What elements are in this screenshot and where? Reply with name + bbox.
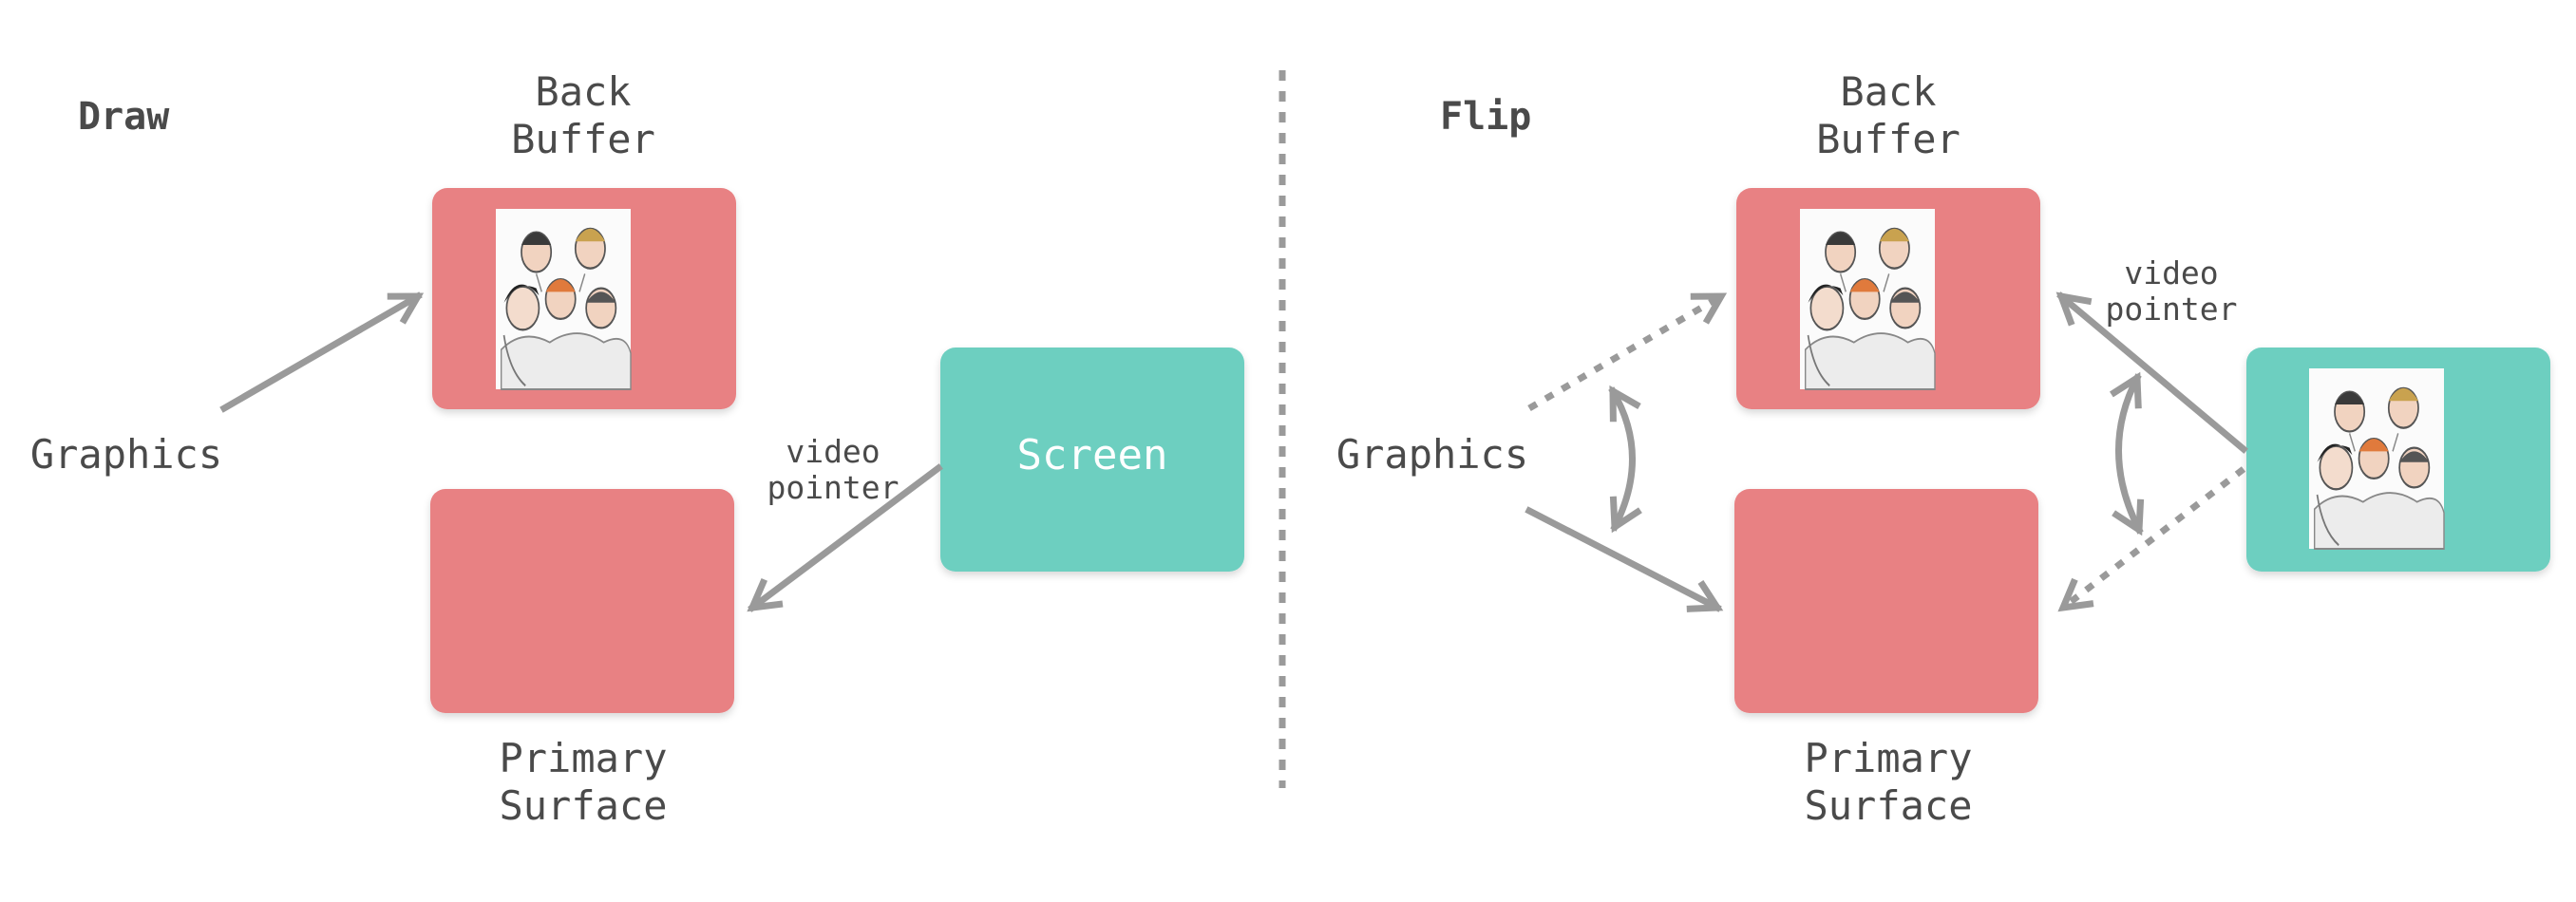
flip-primary-surface-label-line2: Surface bbox=[1804, 782, 1972, 829]
flip-video-pointer-label-line2: pointer bbox=[2105, 291, 2237, 328]
draw-screen-label: Screen bbox=[1017, 431, 1168, 479]
flip-screen bbox=[2246, 348, 2550, 572]
flip-title: Flip bbox=[1440, 95, 1531, 139]
draw-title: Draw bbox=[78, 95, 170, 139]
flip-right-swap-arrow bbox=[2110, 371, 2145, 536]
draw-primary-surface-label-line1: Primary bbox=[499, 735, 667, 781]
flip-video-pointer-label-line1: video bbox=[2124, 254, 2218, 291]
draw-screen-to-primary-surface-arrow bbox=[747, 463, 943, 612]
flip-screen-to-back-buffer-arrow bbox=[2055, 291, 2248, 454]
draw-video-pointer-label-line2: pointer bbox=[767, 469, 899, 506]
flip-back-buffer-label-line2: Buffer bbox=[1816, 116, 1960, 162]
flip-primary-surface bbox=[1734, 489, 2038, 713]
flip-graphics-label: Graphics bbox=[1336, 431, 1528, 478]
draw-back-buffer-picture bbox=[494, 207, 633, 391]
flip-back-buffer bbox=[1736, 188, 2040, 409]
flip-primary-surface-label-line1: Primary bbox=[1804, 735, 1972, 781]
flip-back-buffer-picture bbox=[1798, 207, 1937, 391]
flip-screen-picture bbox=[2307, 366, 2446, 551]
flip-graphics-to-back-buffer-dotted-arrow bbox=[1527, 292, 1728, 412]
draw-back-buffer-label-line1: Back bbox=[535, 68, 631, 115]
draw-graphics-to-back-buffer-arrow bbox=[219, 291, 425, 413]
draw-back-buffer-label-line2: Buffer bbox=[511, 116, 655, 162]
draw-primary-surface-label-line2: Surface bbox=[499, 782, 667, 829]
flip-graphics-to-primary-surface-arrow bbox=[1525, 506, 1724, 612]
draw-graphics-label: Graphics bbox=[30, 431, 222, 478]
flip-screen-to-primary-surface-dotted-arrow bbox=[2057, 466, 2246, 612]
draw-back-buffer bbox=[432, 188, 736, 409]
draw-video-pointer-label-line1: video bbox=[786, 433, 880, 470]
flip-left-swap-arrow bbox=[1608, 385, 1642, 534]
draw-primary-surface bbox=[430, 489, 734, 713]
draw-screen: Screen bbox=[940, 348, 1244, 572]
flip-back-buffer-label-line1: Back bbox=[1840, 68, 1936, 115]
